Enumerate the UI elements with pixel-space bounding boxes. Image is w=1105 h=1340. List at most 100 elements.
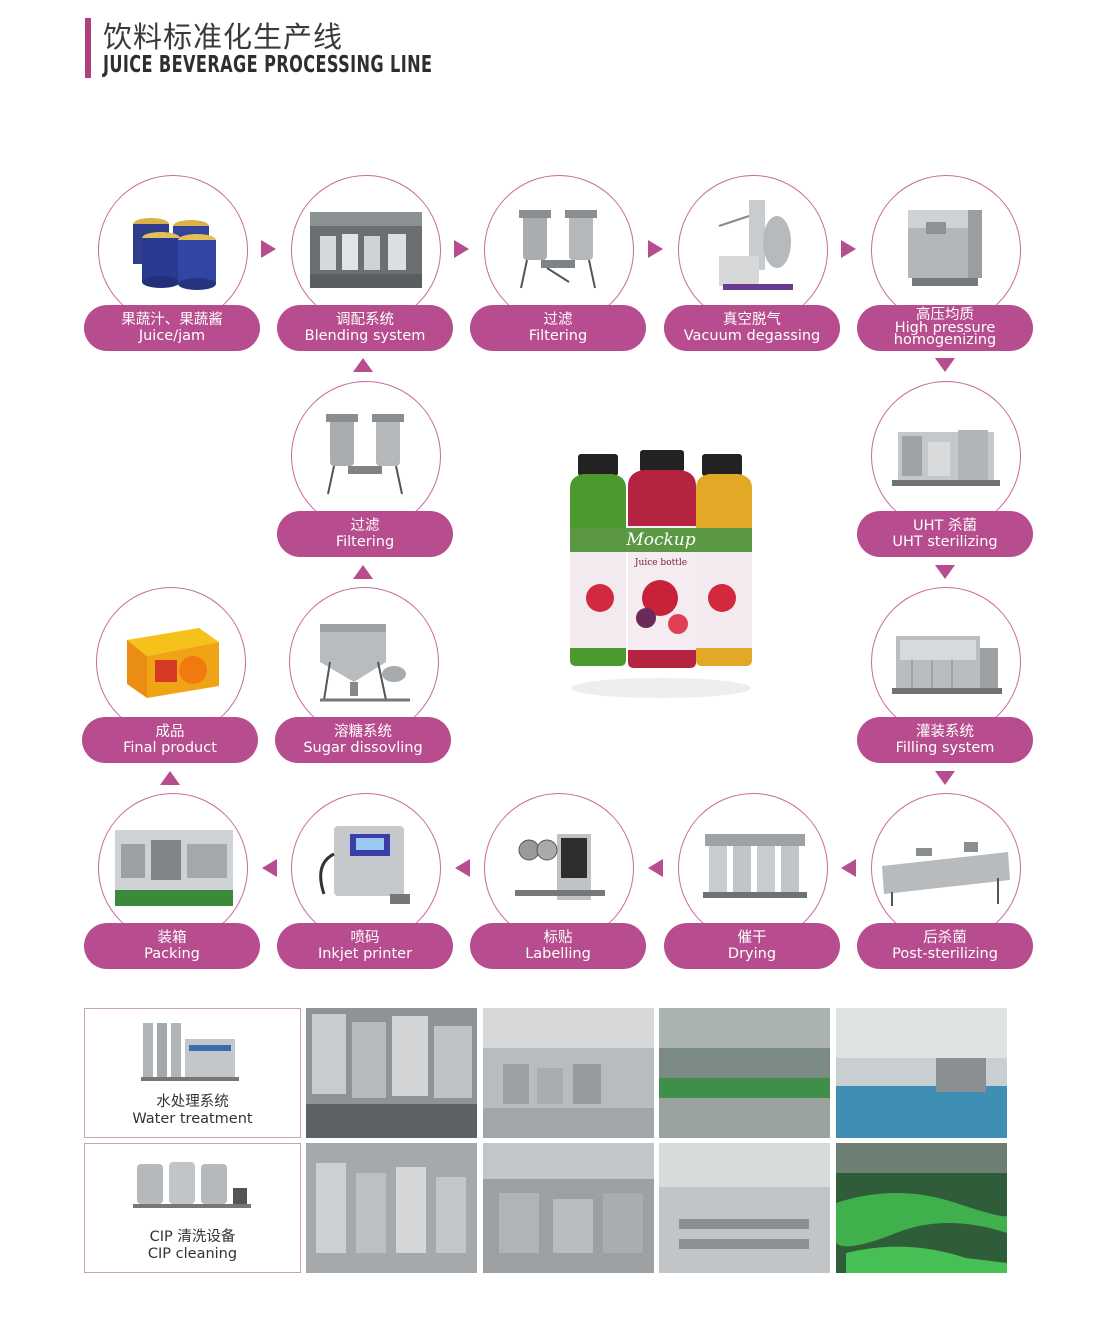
step-inkjet: 喷码 Inkjet printer: [277, 793, 455, 973]
post-sterilizer-image: [871, 793, 1021, 943]
flow-arrow-up: [353, 358, 373, 372]
bottle-sub-text: Juice bottle: [634, 558, 687, 568]
step-label: 高压均质 High pressure homogenizing: [857, 305, 1033, 351]
step-label-en: Final product: [123, 740, 217, 756]
step-label-en: Vacuum degassing: [683, 328, 821, 344]
step-label: 果蔬汁、果蔬酱 Juice/jam: [84, 305, 260, 351]
equipment-label: 水处理系统 Water treatment: [85, 1094, 300, 1128]
filter-unit-image: [484, 175, 634, 325]
dryer-image: [678, 793, 828, 943]
step-drying: 催干 Drying: [664, 793, 842, 973]
juice-bottles-image: Mockup Juice bottle: [560, 448, 762, 708]
factory-photo-hall: [483, 1008, 654, 1138]
flow-arrow-left: [648, 859, 663, 877]
step-label-cn: 装箱: [157, 930, 187, 946]
equipment-label-en: CIP cleaning: [147, 1246, 238, 1262]
vacuum-degasser-image: [678, 175, 828, 325]
juice-cans-image: [98, 175, 248, 325]
step-label-cn: UHT 杀菌: [913, 518, 977, 534]
step-label-en-line2: homogenizing: [893, 332, 997, 349]
header-accent-bar: [85, 18, 91, 78]
equipment-label: CIP 清洗设备 CIP cleaning: [85, 1229, 300, 1263]
step-filtering-2: 过滤 Filtering: [277, 381, 455, 561]
equipment-label-en: Water treatment: [132, 1111, 253, 1127]
homogenizer-image: [871, 175, 1021, 325]
step-juice: 果蔬汁、果蔬酱 Juice/jam: [84, 175, 262, 355]
factory-photo-pipes: [306, 1143, 477, 1273]
step-label-en-line1: High pressure: [894, 319, 996, 336]
packing-machine-image: [98, 793, 248, 943]
step-blending: 调配系统 Blending system: [277, 175, 455, 355]
step-label-en: Sugar dissovling: [303, 740, 423, 756]
step-label-en: Filtering: [528, 328, 588, 344]
step-label-cn: 过滤: [543, 312, 573, 328]
step-label-cn: 真空脱气: [723, 312, 781, 328]
factory-photo-conveyor: [659, 1143, 830, 1273]
step-label: 灌装系统 Filling system: [857, 717, 1033, 763]
step-label: 过滤 Filtering: [470, 305, 646, 351]
step-label-cn: 调配系统: [336, 312, 394, 328]
factory-photo-floor: [836, 1008, 1007, 1138]
step-label: 调配系统 Blending system: [277, 305, 453, 351]
inkjet-printer-image: [291, 793, 441, 943]
step-label: 真空脱气 Vacuum degassing: [664, 305, 840, 351]
cip-cleaning-image: [133, 1162, 251, 1208]
step-homogenizing: 高压均质 High pressure homogenizing: [857, 175, 1035, 355]
step-label: 装箱 Packing: [84, 923, 260, 969]
equipment-label-cn: CIP 清洗设备: [149, 1229, 236, 1245]
labelling-machine-image: [484, 793, 634, 943]
step-label-cn: 催干: [737, 930, 767, 946]
step-label-cn: 果蔬汁、果蔬酱: [121, 312, 223, 328]
step-label: 喷码 Inkjet printer: [277, 923, 453, 969]
step-label-cn: 标贴: [543, 930, 573, 946]
factory-photo-bottle-line: [659, 1008, 830, 1138]
step-label-cn: 高压均质: [916, 307, 974, 324]
filling-machine-image: [871, 587, 1021, 737]
step-label-cn: 喷码: [350, 930, 380, 946]
step-label-cn: 灌装系统: [916, 724, 974, 740]
flow-arrow-down: [935, 565, 955, 579]
step-label-cn: 过滤: [350, 518, 380, 534]
step-label: 过滤 Filtering: [277, 511, 453, 557]
uht-sterilizer-image: [871, 381, 1021, 531]
flow-arrow-right: [841, 240, 856, 258]
step-label-en: Juice/jam: [138, 328, 206, 344]
water-treatment-image: [141, 1023, 239, 1081]
step-label-en: Inkjet printer: [317, 946, 413, 962]
step-label: UHT 杀菌 UHT sterilizing: [857, 511, 1033, 557]
page-title-cn: 饮料标准化生产线: [103, 20, 344, 54]
page-title-en: JUICE BEVERAGE PROCESSING LINE: [103, 52, 433, 78]
factory-photo-tanks: [306, 1008, 477, 1138]
filter-unit-image: [291, 381, 441, 531]
flow-arrow-down: [935, 771, 955, 785]
step-label-cn: 后杀菌: [923, 930, 967, 946]
flow-arrow-right: [648, 240, 663, 258]
product-box-image: [96, 587, 246, 737]
flow-arrow-right: [261, 240, 276, 258]
blending-system-image: [291, 175, 441, 325]
step-label: 后杀菌 Post-sterilizing: [857, 923, 1033, 969]
flow-arrow-right: [454, 240, 469, 258]
factory-photo-green-bottles: [836, 1143, 1007, 1273]
step-label: 成品 Final product: [82, 717, 258, 763]
step-label-en: Post-sterilizing: [892, 946, 998, 962]
step-label: 溶糖系统 Sugar dissovling: [275, 717, 451, 763]
flow-arrow-left: [841, 859, 856, 877]
step-uht: UHT 杀菌 UHT sterilizing: [857, 381, 1035, 561]
step-label-en: UHT sterilizing: [892, 534, 998, 550]
flow-arrow-up: [353, 565, 373, 579]
step-label: 催干 Drying: [664, 923, 840, 969]
flow-arrow-down: [935, 358, 955, 372]
factory-photo-workshop: [483, 1143, 654, 1273]
step-post-sterilizing: 后杀菌 Post-sterilizing: [857, 793, 1035, 973]
equipment-cip-cleaning: CIP 清洗设备 CIP cleaning: [84, 1143, 301, 1273]
step-label: 标贴 Labelling: [470, 923, 646, 969]
flow-arrow-left: [455, 859, 470, 877]
flow-arrow-up: [160, 771, 180, 785]
equipment-label-cn: 水处理系统: [156, 1094, 229, 1110]
flow-arrow-left: [262, 859, 277, 877]
step-sugar: 溶糖系统 Sugar dissovling: [275, 587, 453, 767]
step-filling: 灌装系统 Filling system: [857, 587, 1035, 767]
step-label-en: Filling system: [895, 740, 995, 756]
step-label-en: Labelling: [525, 946, 591, 962]
